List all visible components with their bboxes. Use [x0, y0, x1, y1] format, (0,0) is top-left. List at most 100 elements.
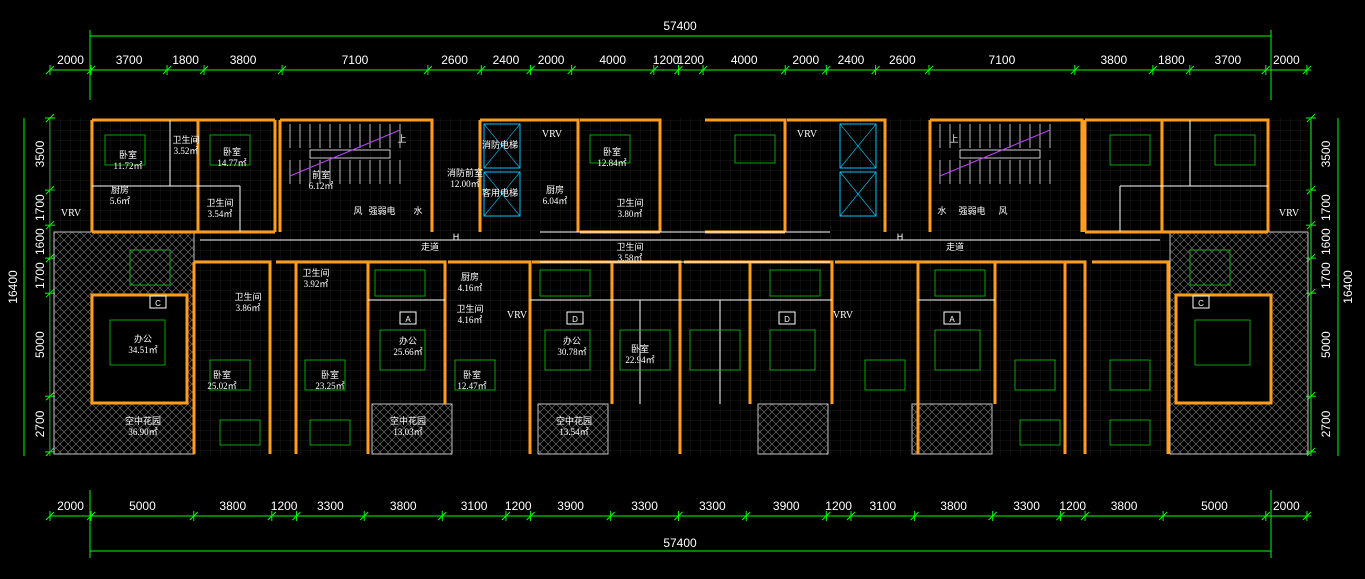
- room-area: 6.04㎡: [543, 196, 568, 206]
- room-area: 3.54㎡: [208, 209, 233, 219]
- bottom-dim-slash: [1302, 511, 1312, 521]
- top-dim-slash: [567, 65, 577, 75]
- bottom-dim-slash: [189, 511, 199, 521]
- room-name: 卧室: [119, 149, 137, 161]
- room-name: 卫生间: [616, 241, 643, 253]
- room-name: 卧室: [321, 369, 339, 381]
- room-area: 4.16㎡: [458, 283, 483, 293]
- room-area: 12.47㎡: [457, 381, 486, 391]
- bottom-dim-label: 3800: [219, 499, 246, 513]
- furniture-outline: [1189, 249, 1231, 286]
- unit-tag-d-right: D: [784, 315, 790, 324]
- room-area: 36.90㎡: [128, 427, 157, 437]
- bottom-dim-label: 3300: [317, 499, 344, 513]
- unit-tag-d-left: D: [572, 315, 578, 324]
- room-area: 5.6㎡: [110, 196, 130, 206]
- building-outline: [50, 118, 1311, 456]
- bottom-dim-slash: [988, 511, 998, 521]
- furniture-outline: [1214, 134, 1256, 166]
- top-dim-label: 2600: [889, 53, 916, 67]
- room-name: 消防电梯: [482, 139, 518, 151]
- vrv-label-1: VRV: [61, 208, 82, 219]
- top-dim-slash: [476, 65, 486, 75]
- bottom-dim-label: 3800: [1111, 499, 1138, 513]
- room-area: 12.00㎡: [450, 179, 479, 189]
- bottom-dim-slash: [1056, 511, 1065, 521]
- bottom-dim-slash: [45, 511, 55, 521]
- bottom-dim-slash: [741, 511, 751, 521]
- bottom-dim-label: 5000: [1201, 499, 1228, 513]
- water-label-right: 水: [937, 205, 946, 217]
- weak-elec-label-right: 强弱电: [958, 205, 985, 217]
- bottom-dim-label: 3900: [557, 499, 584, 513]
- top-dim-label: 7100: [989, 53, 1016, 67]
- furniture-outline: [304, 359, 346, 391]
- stair-up-left: 上: [397, 134, 406, 145]
- vrv-label-4: VRV: [797, 129, 818, 140]
- top-dim-slash: [821, 65, 831, 75]
- stair-break-line: [289, 129, 401, 177]
- total-width-top: 57400: [663, 19, 697, 33]
- bottom-dim-label: 3300: [1013, 499, 1040, 513]
- furniture-outline: [309, 419, 351, 446]
- vrv-label-5: VRV: [833, 310, 854, 321]
- room-name: 卫生间: [234, 291, 261, 303]
- furniture-outline: [544, 329, 591, 371]
- furniture-outline: [934, 329, 981, 371]
- furniture-outline: [1019, 419, 1061, 446]
- room-area: 12.84㎡: [597, 158, 626, 168]
- room-area: 25.66㎡: [393, 347, 422, 357]
- bottom-dim-label: 3800: [390, 499, 417, 513]
- wind-label-left: 风: [353, 206, 362, 217]
- room-area: 23.25㎡: [315, 381, 344, 391]
- furniture-outline: [219, 419, 261, 446]
- bottom-dim-label: 3100: [869, 499, 896, 513]
- bottom-dim-label: 1200: [271, 499, 298, 513]
- room-name: 消防前室: [447, 167, 483, 179]
- room-area: 3.80㎡: [618, 209, 643, 219]
- bottom-dim-slash: [526, 511, 535, 521]
- top-dim-slash: [1261, 65, 1271, 75]
- room-name: 空中花园: [390, 415, 426, 427]
- top-dim-label: 1200: [677, 53, 704, 67]
- room-area: 3.86㎡: [236, 303, 261, 313]
- furniture-outline: [209, 359, 251, 391]
- room-name: 卫生间: [172, 134, 199, 146]
- top-dim-label: 3700: [1214, 53, 1241, 67]
- top-dim-label: 2000: [57, 53, 84, 67]
- unit-tag-a-left: A: [405, 315, 411, 324]
- room-area: 3.58㎡: [618, 253, 643, 263]
- furniture-outline: [104, 134, 146, 166]
- top-dim-label: 2000: [1273, 53, 1300, 67]
- bottom-dim-slash: [1080, 511, 1090, 521]
- furniture-outline: [209, 134, 251, 166]
- bottom-dim-slash: [267, 511, 277, 521]
- weak-elec-label-left: 强弱电: [368, 205, 395, 217]
- bottom-dim-slash: [674, 511, 683, 521]
- stair-landing: [959, 149, 1041, 159]
- top-dim-slash: [423, 65, 433, 75]
- stair-up-right: 上: [949, 134, 958, 145]
- top-dim-label: 1800: [1158, 53, 1185, 67]
- bottom-dim-slash: [437, 511, 447, 521]
- left-dim-label: 1600: [33, 228, 47, 255]
- bottom-dim-label: 1200: [1059, 499, 1086, 513]
- unit-tag-a-right: A: [949, 315, 955, 324]
- furniture-outline: [619, 329, 671, 371]
- bottom-dim-label: 1200: [825, 499, 852, 513]
- top-dim-slash: [45, 65, 55, 75]
- bottom-dim-label: 3800: [940, 499, 967, 513]
- room-area: 25.02㎡: [207, 381, 236, 391]
- top-dim-slash: [1185, 65, 1195, 75]
- top-dim-label: 2000: [792, 53, 819, 67]
- furniture-outline: [454, 359, 496, 391]
- furniture-outline: [769, 329, 816, 371]
- room-area: 22.94㎡: [625, 355, 654, 365]
- room-name: 卧室: [603, 146, 621, 158]
- vrv-label-6: VRV: [1279, 208, 1300, 219]
- furniture-outline: [374, 269, 426, 297]
- bottom-dim-label: 3300: [699, 499, 726, 513]
- room-name: 前室: [312, 169, 330, 181]
- right-dim-label: 3500: [1319, 140, 1333, 167]
